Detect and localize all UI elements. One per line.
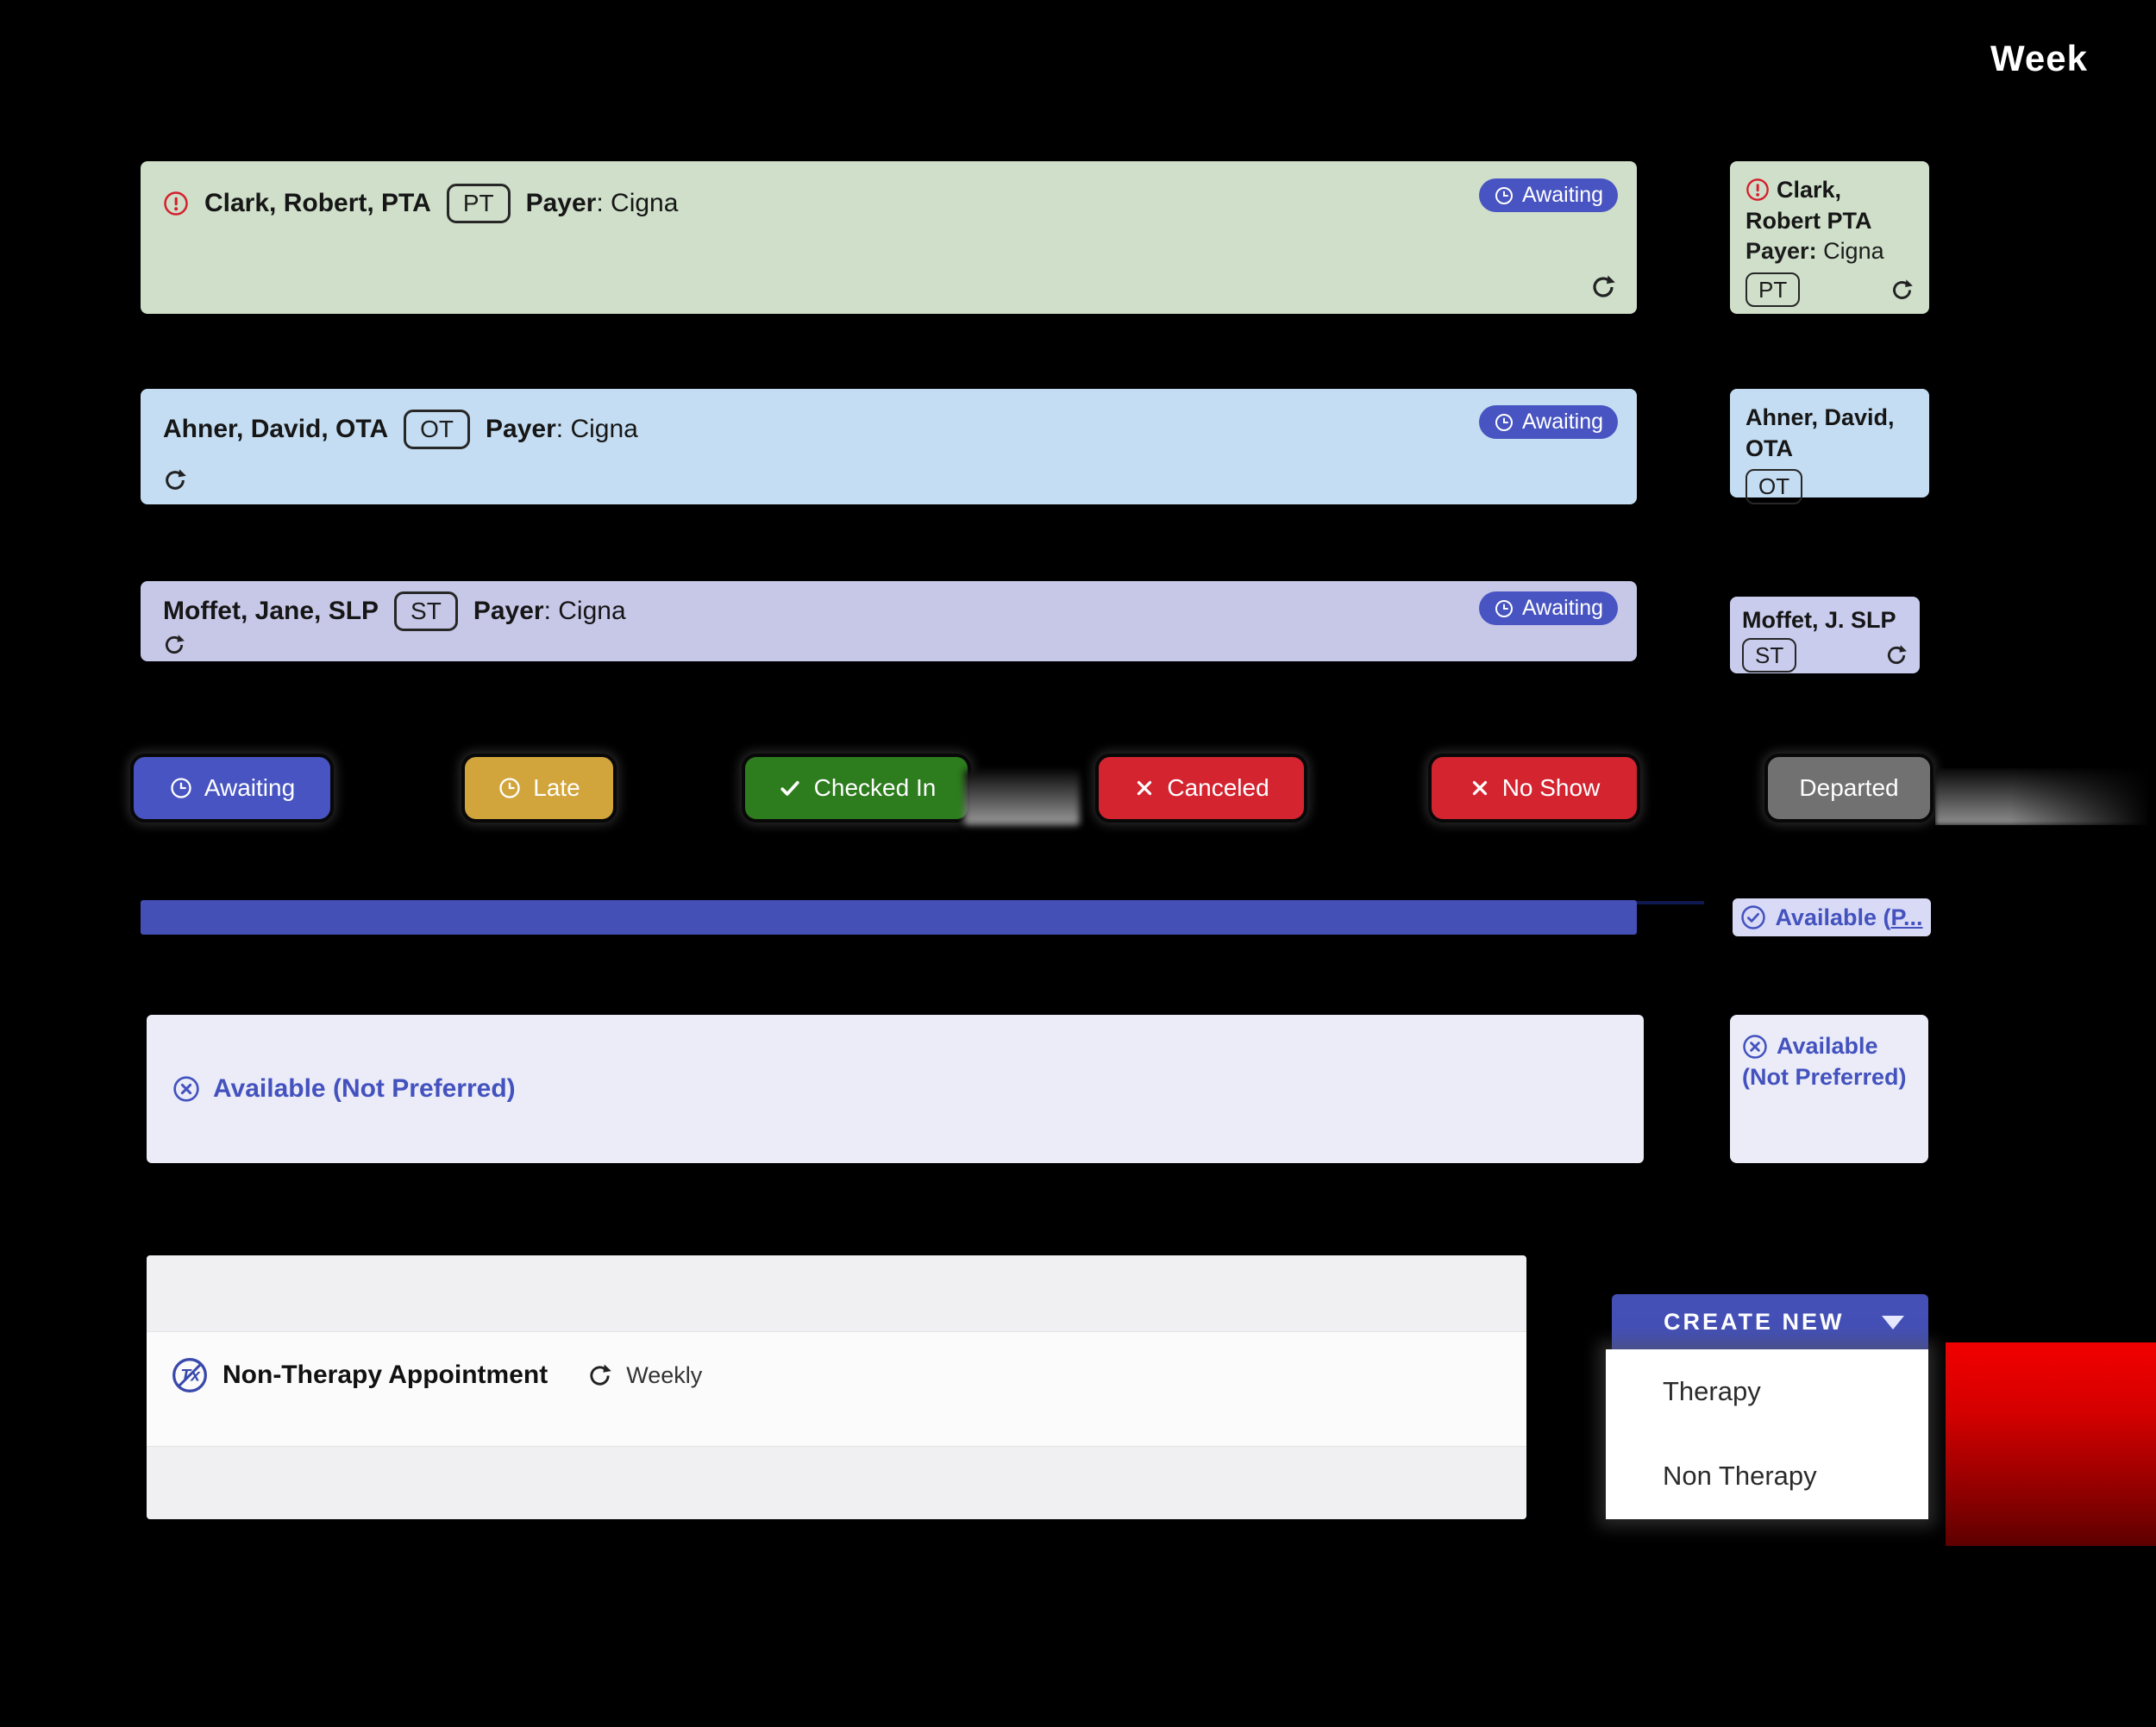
x-icon xyxy=(1133,777,1156,799)
legend-label: Late xyxy=(533,774,580,801)
availability-slot-bar[interactable] xyxy=(141,900,1637,935)
create-new-dropdown: Therapy Non Therapy xyxy=(1606,1349,1928,1519)
check-icon xyxy=(777,775,803,801)
check-circle-icon xyxy=(1740,904,1766,930)
discipline-chip: OT xyxy=(404,410,471,449)
appointment-card-ahner[interactable]: Ahner, David, OTA OT Payer: Cigna Awaiti… xyxy=(141,389,1637,504)
available-label: Available (Not Preferred) xyxy=(213,1074,516,1103)
provider-name: Clark, Robert, PTA xyxy=(204,189,431,217)
payer-line: Payer: Cigna xyxy=(1745,236,1914,267)
appointment-card-moffet-mini[interactable]: Moffet, J. SLP ST xyxy=(1730,597,1920,673)
appointment-card-moffet[interactable]: Moffet, Jane, SLP ST Payer: Cigna Awaiti… xyxy=(141,581,1637,661)
legend-label: No Show xyxy=(1501,774,1601,801)
legend-status-canceled[interactable]: Canceled xyxy=(1099,757,1304,819)
appointment-card-ahner-mini[interactable]: Ahner, David, OTA OT xyxy=(1730,389,1929,504)
legend-status-no-show[interactable]: No Show xyxy=(1432,757,1637,819)
provider-name: Moffet, Jane, SLP xyxy=(163,597,379,625)
recurring-icon xyxy=(163,468,187,492)
create-new-label: CREATE NEW xyxy=(1664,1308,1845,1335)
non-therapy-appointment-row[interactable]: Tx Non-Therapy Appointment Weekly xyxy=(147,1331,1526,1447)
recurring-icon xyxy=(1890,278,1914,302)
clock-icon xyxy=(498,776,522,800)
recurring-icon xyxy=(1885,644,1908,666)
legend-label: Canceled xyxy=(1167,774,1269,801)
alert-icon xyxy=(1745,178,1770,202)
non-therapy-icon: Tx xyxy=(171,1356,209,1394)
appointment-card-clark-mini[interactable]: Clark, Robert PTA Payer: Cigna PT xyxy=(1730,161,1929,314)
discipline-chip: OT xyxy=(1745,469,1803,504)
discipline-chip: PT xyxy=(446,184,511,223)
clock-icon xyxy=(1494,412,1514,433)
payer-label: Payer xyxy=(473,597,544,625)
legend-status-late[interactable]: Late xyxy=(465,757,613,819)
legend-label: Checked In xyxy=(813,774,937,801)
legend-status-checked-in[interactable]: Checked In xyxy=(745,757,968,819)
payer-label: Payer xyxy=(525,189,597,217)
status-label: Awaiting xyxy=(1521,183,1603,207)
x-circle-icon xyxy=(1742,1034,1768,1060)
recurrence-label: Weekly xyxy=(626,1361,703,1388)
slot-bar-tail-artifact xyxy=(1637,901,1704,904)
x-icon xyxy=(1469,777,1491,799)
menu-item-therapy[interactable]: Therapy xyxy=(1663,1376,1761,1406)
provider-name: Moffet, J. SLP xyxy=(1742,607,1896,633)
provider-name: Clark, Robert PTA xyxy=(1745,177,1872,234)
payer-line: Payer: Cigna xyxy=(486,415,638,444)
available-not-preferred-slot-mini[interactable]: Available (Not Preferred) xyxy=(1730,1015,1928,1163)
status-label: Awaiting xyxy=(1521,596,1603,620)
available-not-preferred-slot[interactable]: Available (Not Preferred) xyxy=(147,1015,1644,1163)
payer-value: : Cigna xyxy=(596,189,679,217)
chevron-down-icon xyxy=(1882,1316,1904,1330)
available-label: Available (Not Preferred) xyxy=(1742,1033,1907,1091)
clock-icon xyxy=(1494,185,1514,206)
clock-icon xyxy=(1494,598,1514,619)
status-badge-awaiting[interactable]: Awaiting xyxy=(1478,405,1618,439)
recurring-icon xyxy=(1590,274,1616,300)
legend-status-awaiting[interactable]: Awaiting xyxy=(134,757,330,819)
schedule-row-panel: Tx Non-Therapy Appointment Weekly xyxy=(147,1255,1526,1519)
red-artifact xyxy=(1946,1342,2156,1546)
x-circle-icon xyxy=(172,1075,200,1103)
status-label: Awaiting xyxy=(1521,410,1603,434)
menu-item-non-therapy[interactable]: Non Therapy xyxy=(1663,1461,1817,1491)
gray-smudge-artifact xyxy=(1935,768,2151,825)
payer-value: Cigna xyxy=(1816,238,1884,265)
payer-value: : Cigna xyxy=(543,597,626,625)
view-toggle-week[interactable]: Week xyxy=(1990,38,2088,78)
discipline-chip: ST xyxy=(1742,637,1797,673)
legend-label: Awaiting xyxy=(204,774,296,801)
provider-name: Ahner, David, OTA xyxy=(1745,404,1895,461)
recurring-icon xyxy=(587,1363,612,1388)
legend-status-departed[interactable]: Departed xyxy=(1768,757,1930,819)
status-badge-awaiting[interactable]: Awaiting xyxy=(1478,178,1618,212)
non-therapy-title: Non-Therapy Appointment xyxy=(222,1361,548,1389)
payer-line: Payer: Cigna xyxy=(473,597,626,626)
payer-label: Payer: xyxy=(1745,238,1817,265)
discipline-chip: PT xyxy=(1745,272,1801,308)
available-preferred-chip[interactable]: Available (P... xyxy=(1733,898,1931,936)
legend-label: Departed xyxy=(1799,774,1899,801)
clock-icon xyxy=(169,776,193,800)
payer-label: Payer xyxy=(486,415,556,443)
gray-smudge-artifact xyxy=(964,770,1080,825)
discipline-chip: ST xyxy=(394,591,458,631)
provider-name: Ahner, David, OTA xyxy=(163,415,389,443)
payer-value: : Cigna xyxy=(555,415,638,443)
alert-icon xyxy=(163,191,189,216)
status-badge-awaiting[interactable]: Awaiting xyxy=(1478,591,1618,625)
appointment-card-clark[interactable]: Clark, Robert, PTA PT Payer: Cigna Await… xyxy=(141,161,1637,314)
available-chip-label: Available (P... xyxy=(1775,904,1923,930)
payer-line: Payer: Cigna xyxy=(526,189,679,218)
recurring-icon xyxy=(163,634,185,656)
create-new-button[interactable]: CREATE NEW xyxy=(1612,1294,1928,1349)
